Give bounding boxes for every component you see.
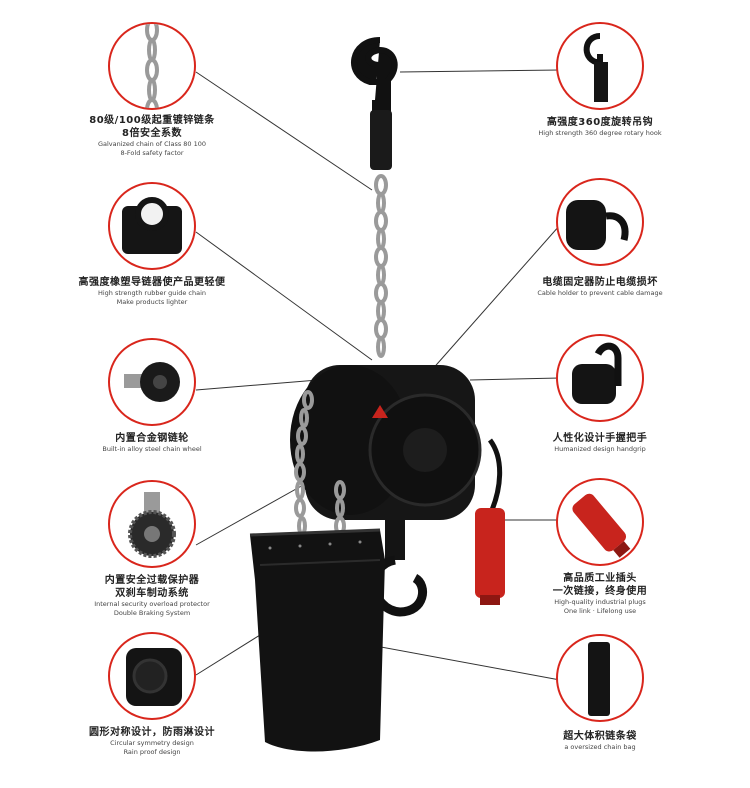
caption-zh: 内置合金钢链轮	[115, 433, 189, 444]
hook-icon	[583, 33, 608, 102]
caption-zh: 高品质工业插头	[563, 573, 637, 584]
chain-icon	[145, 24, 159, 108]
caption-zh: 8倍安全系数	[122, 128, 182, 139]
wheel-detail-circle	[108, 338, 196, 426]
caption-en: Internal security overload protector	[94, 600, 210, 608]
chain-wheel-icon	[124, 362, 180, 402]
caption-plug: 高品质工业插头 一次链接，终身使用 High-quality industria…	[500, 572, 700, 616]
caption-zh: 高强度360度旋转吊钩	[546, 117, 654, 128]
caption-zh: 圆形对称设计，防雨淋设计	[89, 727, 215, 738]
caption-chain: 80级/100级起重镀锌链条 8倍安全系数 Galvanized chain o…	[52, 114, 252, 158]
gear-icon	[128, 492, 176, 558]
chain-hoist-illustration	[249, 37, 505, 752]
caption-en: 8-Fold safety factor	[120, 149, 184, 157]
handgrip-icon	[572, 342, 622, 404]
caption-en: Built-in alloy steel chain wheel	[102, 445, 202, 453]
plug-icon	[572, 493, 631, 558]
caption-en: Galvanized chain of Class 80 100	[97, 140, 207, 148]
caption-wheel: 内置合金钢链轮 Built-in alloy steel chain wheel	[52, 432, 252, 454]
chain-bag-icon	[588, 642, 610, 716]
housing-icon	[126, 648, 182, 706]
caption-cable: 电缆固定器防止电缆损坏 Cable holder to prevent cabl…	[500, 276, 700, 298]
caption-zh: 内置安全过载保护器	[104, 575, 200, 586]
caption-en: One link · Lifelong use	[563, 607, 637, 615]
guide-detail-circle	[108, 182, 196, 270]
caption-en: High-quality industrial plugs	[554, 598, 646, 606]
caption-hook: 高强度360度旋转吊钩 High strength 360 degree rot…	[500, 116, 700, 138]
chain-detail-circle	[108, 22, 196, 110]
caption-symmetry: 圆形对称设计，防雨淋设计 Circular symmetry design Ra…	[52, 726, 252, 757]
grip-detail-circle	[556, 334, 644, 422]
caption-zh: 电缆固定器防止电缆损坏	[542, 277, 658, 288]
protector-detail-circle	[108, 480, 196, 568]
caption-bag: 超大体积链条袋 a oversized chain bag	[500, 730, 700, 752]
caption-zh: 超大体积链条袋	[563, 731, 637, 742]
caption-zh: 高强度橡塑导链器使产品更轻便	[78, 277, 226, 288]
caption-grip: 人性化设计手握把手 Humanized design handgrip	[500, 432, 700, 454]
caption-en: Circular symmetry design	[110, 739, 194, 747]
caption-zh: 80级/100级起重镀锌链条	[89, 115, 215, 126]
cable-detail-circle	[556, 178, 644, 266]
caption-en: Double Braking System	[113, 609, 191, 617]
caption-en: Make products lighter	[116, 298, 188, 306]
caption-zh: 双刹车制动系统	[115, 588, 189, 599]
caption-protector: 内置安全过载保护器 双刹车制动系统 Internal security over…	[52, 574, 252, 618]
caption-en: Humanized design handgrip	[554, 445, 646, 453]
hook-detail-circle	[556, 22, 644, 110]
caption-en: Cable holder to prevent cable damage	[537, 289, 663, 297]
plug-detail-circle	[556, 478, 644, 566]
caption-en: High strength 360 degree rotary hook	[538, 129, 662, 137]
caption-en: Rain proof design	[123, 748, 181, 756]
symmetry-detail-circle	[108, 632, 196, 720]
chain-guide-icon	[122, 197, 182, 254]
bag-detail-circle	[556, 634, 644, 722]
caption-guide: 高强度橡塑导链器使产品更轻便 High strength rubber guid…	[52, 276, 252, 307]
cable-holder-icon	[566, 200, 629, 250]
caption-en: High strength rubber guide chain	[97, 289, 207, 297]
caption-zh: 一次链接，终身使用	[552, 586, 648, 597]
caption-en: a oversized chain bag	[564, 743, 636, 751]
caption-zh: 人性化设计手握把手	[552, 433, 648, 444]
